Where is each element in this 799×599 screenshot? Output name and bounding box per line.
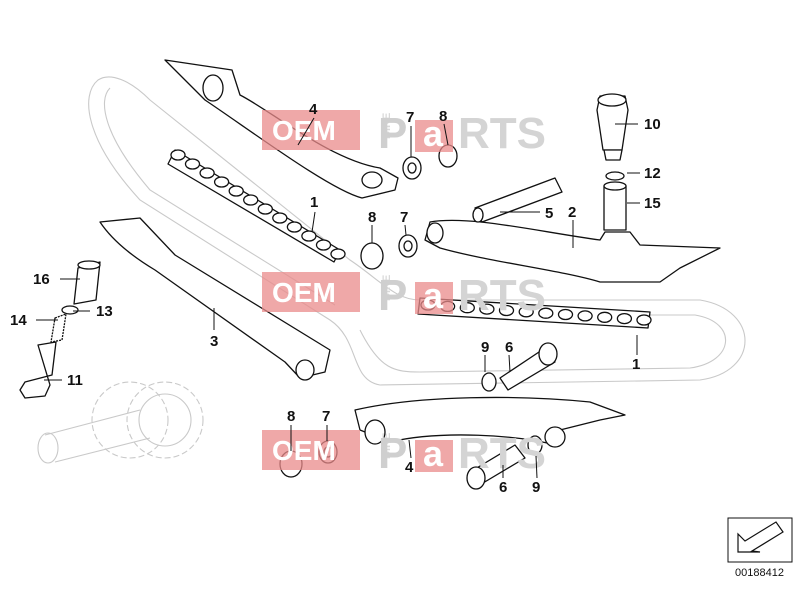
watermark-rts: RTS xyxy=(458,109,546,158)
watermark-bike: BIKE xyxy=(381,433,393,459)
watermark-p: P xyxy=(378,271,407,320)
callout-8: 8 xyxy=(368,209,376,226)
ghost-chain-outline xyxy=(88,76,746,386)
watermark-rts: RTS xyxy=(458,429,546,478)
chain-link xyxy=(301,230,317,242)
watermark-a: a xyxy=(423,113,444,154)
leader-lines xyxy=(36,117,640,479)
arrow-icon xyxy=(737,521,784,553)
chain-link xyxy=(170,149,186,161)
watermark-oem: OEM xyxy=(272,115,336,146)
watermark-bike: BIKE xyxy=(381,275,393,301)
callout-7: 7 xyxy=(400,209,408,226)
callout-6: 6 xyxy=(499,479,507,496)
callout-7: 7 xyxy=(322,408,330,425)
callout-4: 4 xyxy=(405,459,414,476)
callout-16: 16 xyxy=(33,271,50,288)
callout-6: 6 xyxy=(505,339,513,356)
bolt-lower xyxy=(466,444,526,490)
callout-11: 11 xyxy=(67,372,83,389)
chain-link xyxy=(213,176,230,188)
chain-link xyxy=(616,312,633,325)
chain-link xyxy=(459,302,475,314)
chain-link xyxy=(286,221,303,233)
guide-rail-lower xyxy=(354,396,626,448)
tensioner-left xyxy=(19,260,101,399)
chain-link xyxy=(538,307,554,319)
sprocket-outline xyxy=(37,381,204,464)
callout-14: 14 xyxy=(10,312,27,329)
callout-8: 8 xyxy=(287,408,295,425)
orientation-box: 00188412 xyxy=(727,517,793,579)
watermark-mid: OEM BIKE P a RTS xyxy=(262,271,546,320)
guide-rail-2 xyxy=(424,219,721,283)
watermark-bottom: OEM BIKE P a RTS xyxy=(262,429,546,478)
callout-10: 10 xyxy=(644,116,661,133)
chain-link xyxy=(557,308,574,321)
chain-link xyxy=(228,185,244,197)
chain-link xyxy=(272,212,288,224)
watermark-p: P xyxy=(378,429,407,478)
callout-12: 12 xyxy=(644,165,661,182)
chain-link xyxy=(315,239,332,251)
callout-7: 7 xyxy=(406,109,414,126)
callout-1: 1 xyxy=(632,356,640,373)
chain-link xyxy=(479,303,495,315)
watermark-bike: BIKE xyxy=(381,113,393,139)
chain-link xyxy=(330,248,346,260)
chain-link xyxy=(184,158,201,170)
callout-5: 5 xyxy=(545,205,553,222)
callout-15: 15 xyxy=(644,195,661,212)
tensioner-plug xyxy=(596,93,629,231)
chain-link xyxy=(518,306,534,318)
callout-2: 2 xyxy=(568,204,576,221)
watermark-a: a xyxy=(423,275,444,316)
watermark-top: OEM BIKE P a RTS xyxy=(262,109,546,158)
diagram-id: 00188412 xyxy=(735,567,784,579)
callout-8: 8 xyxy=(439,108,447,125)
watermark-oem: OEM xyxy=(272,277,336,308)
watermark-oem: OEM xyxy=(272,435,336,466)
callout-4: 4 xyxy=(309,101,318,118)
watermark-a: a xyxy=(423,433,444,474)
callout-3: 3 xyxy=(210,333,218,350)
watermark-p: P xyxy=(378,109,407,158)
bolt-upper xyxy=(499,342,558,391)
callout-9: 9 xyxy=(481,339,489,356)
chain-link xyxy=(597,311,613,323)
chain-link xyxy=(498,304,515,317)
chain-link xyxy=(243,194,259,206)
callout-numbers: 4 7 8 10 12 15 1 8 7 5 2 16 13 14 3 9 6 … xyxy=(10,101,661,496)
tensioner-rail xyxy=(99,217,331,381)
chain-link xyxy=(636,314,652,326)
chain-link xyxy=(199,167,215,179)
watermark-rts: RTS xyxy=(458,271,546,320)
callout-13: 13 xyxy=(96,303,113,320)
callout-1: 1 xyxy=(310,194,318,211)
pin xyxy=(472,177,563,223)
chain-link xyxy=(577,310,593,322)
chain-link xyxy=(257,203,273,215)
chain-upper xyxy=(167,149,346,263)
callout-9: 9 xyxy=(532,479,540,496)
